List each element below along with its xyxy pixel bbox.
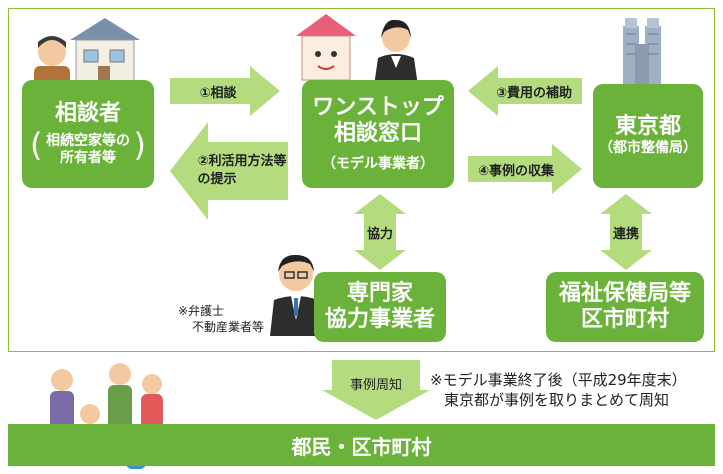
welfare-line1: 福祉保健局等 [558, 280, 691, 306]
double-vertical-arrow-shape [600, 194, 652, 270]
right-arrow-shape [468, 144, 582, 194]
one-stop-title-line2: 相談窓口 [333, 121, 422, 147]
consultant-box: 相談者 相続空家等の 所有者等 [22, 80, 154, 188]
proposal-label-line1: ②利活用方法等 [197, 154, 287, 170]
expert-note-line2: 不動産業者等 [192, 319, 265, 334]
subsidy-arrow-label: ③費用の補助 [495, 85, 572, 101]
expert-box: 専門家 協力事業者 [314, 272, 446, 342]
consultant-sub-line2: 所有者等 [60, 150, 116, 167]
tokyo-title: 東京都 [614, 114, 681, 140]
one-stop-subtitle: （モデル事業者） [322, 155, 434, 172]
publicize-arrow-label: 事例周知 [349, 377, 402, 393]
collect-arrow-label: ④事例の収集 [477, 163, 554, 179]
footnote-line2: 東京都が事例を取りまとめて周知 [444, 391, 670, 410]
proposal-arrow: ②利活用方法等 の提示 [170, 122, 288, 220]
expert-note: ※弁護士 不動産業者等 [178, 304, 264, 335]
footnote: ※モデル事業終了後（平成29年度末） 東京都が事例を取りまとめて周知 [430, 370, 687, 411]
tokyo-subtitle: （都市整備局） [599, 140, 697, 157]
tokyo-government-building-illustration [623, 18, 661, 84]
expert-line2: 協力事業者 [324, 307, 435, 332]
expert-note-line1: ※弁護士 [178, 304, 225, 318]
cooperation-arrow: 協力 [344, 194, 416, 270]
consultant-subtitle: 相続空家等の 所有者等 [30, 129, 146, 167]
owner-house-illustration [34, 18, 140, 90]
consult-arrow-label: ①相談 [199, 85, 237, 101]
welfare-line2: 区市町村 [580, 307, 669, 332]
expert-line1: 専門家 [346, 280, 413, 306]
down-arrow-shape [322, 360, 430, 420]
cooperation-arrow-label: 協力 [366, 226, 393, 242]
collaboration-arrow-label: 連携 [612, 226, 639, 242]
bottom-bar-label: 都民・区市町村 [291, 434, 432, 459]
subsidy-arrow: ③費用の補助 [468, 66, 582, 116]
expert-person-illustration [270, 254, 322, 336]
consultant-window-illustration [296, 14, 418, 86]
proposal-arrow-label: ②利活用方法等 の提示 [197, 153, 286, 188]
collect-arrow: ④事例の収集 [468, 144, 582, 194]
welfare-box: 福祉保健局等 区市町村 [546, 272, 704, 342]
one-stop-window-box: ワンストップ 相談窓口 （モデル事業者） [302, 80, 454, 188]
left-arrow-shape [468, 66, 582, 116]
footnote-line1: ※モデル事業終了後（平成29年度末） [430, 371, 687, 389]
right-arrow-shape [170, 66, 280, 116]
one-stop-title-line1: ワンストップ [312, 94, 444, 120]
consultant-sub-line1: 相続空家等の [46, 133, 130, 150]
consultant-title: 相談者 [54, 101, 121, 126]
proposal-label-line2: の提示 [197, 172, 237, 187]
consult-arrow: ①相談 [170, 66, 280, 116]
tokyo-metropolis-box: 東京都 （都市整備局） [593, 84, 703, 188]
collaboration-arrow: 連携 [590, 194, 662, 270]
publicize-arrow: 事例周知 [322, 360, 430, 420]
citizens-municipalities-bar: 都民・区市町村 [8, 424, 715, 466]
double-vertical-arrow-shape [354, 194, 406, 270]
left-arrow-shape [170, 122, 288, 220]
